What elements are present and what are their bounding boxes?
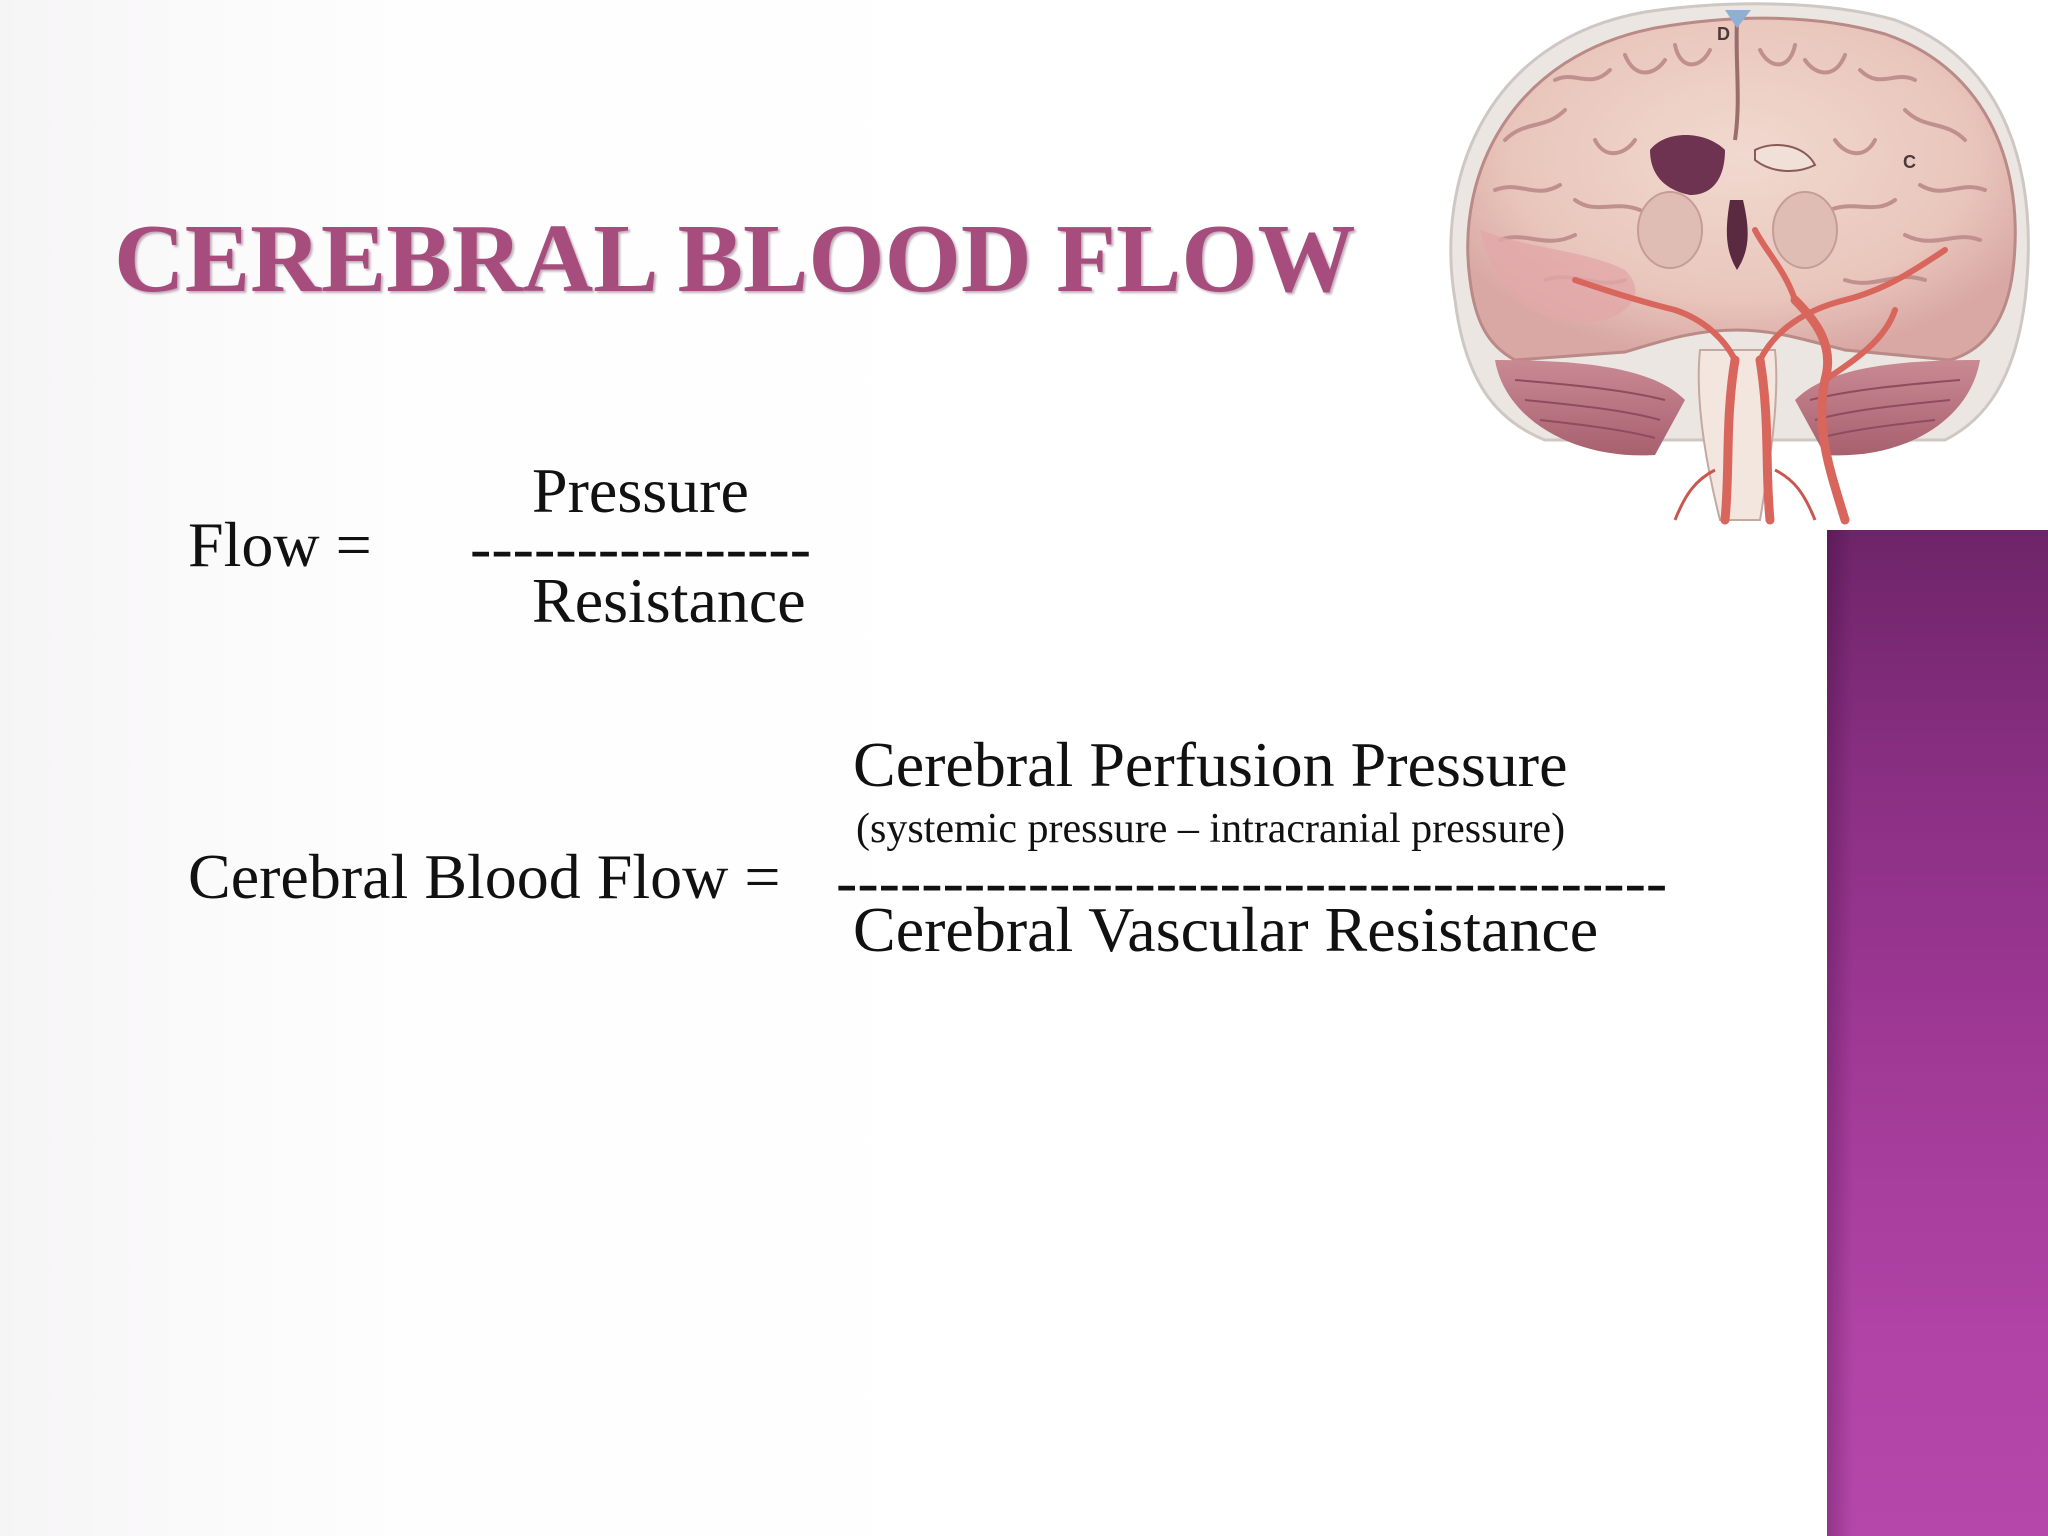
cbf-equation-numerator-note: (systemic pressure – intracranial pressu… [856, 806, 1566, 852]
brain-letter-d: D [1717, 24, 1730, 44]
cbf-equation-lhs: Cerebral Blood Flow = [188, 841, 781, 912]
flow-equation-divider: ---------------- [470, 512, 811, 583]
brain-letter-c: C [1903, 152, 1916, 172]
slide-title: CEREBRAL BLOOD FLOW [114, 205, 1356, 313]
accent-side-bar [1827, 530, 2048, 1536]
flow-equation-lhs: Flow = [188, 509, 372, 580]
flow-equation-numerator: Pressure [532, 455, 749, 526]
cbf-equation-divider: --------------------------------------- [836, 846, 1668, 917]
flow-equation-denominator: Resistance [532, 565, 806, 636]
cbf-equation-denominator: Cerebral Vascular Resistance [853, 894, 1599, 965]
cbf-equation-numerator: Cerebral Perfusion Pressure [853, 729, 1568, 800]
brain-coronal-section-icon: D C [1449, 2, 2030, 525]
